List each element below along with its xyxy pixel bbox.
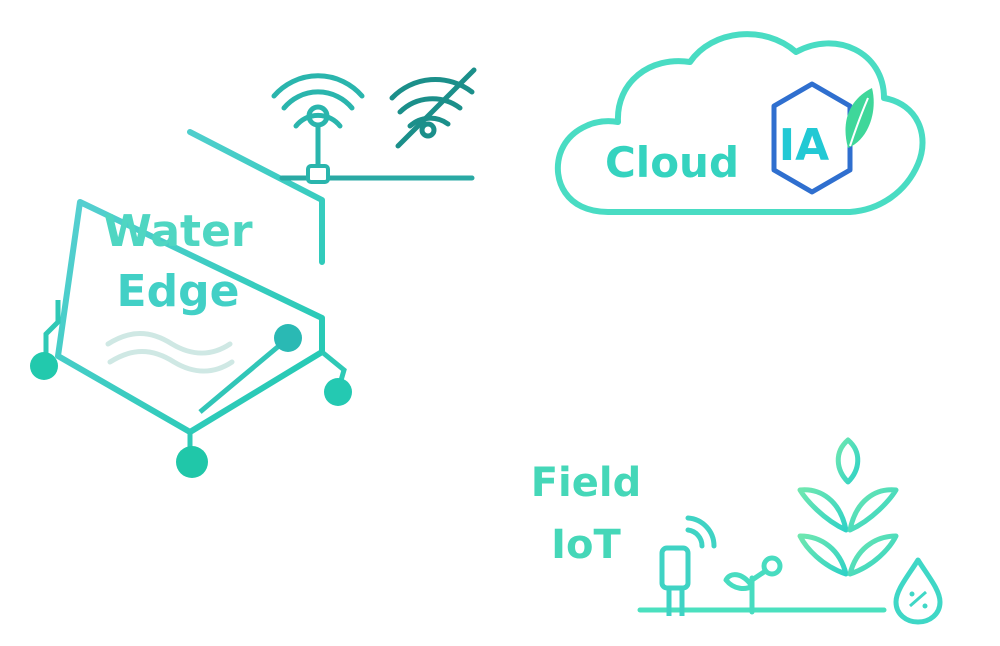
wifi-off-icon	[389, 67, 477, 149]
water-edge-label-line2: Edge	[117, 266, 240, 317]
ia-badge-label: IA	[779, 120, 829, 171]
plant-icon	[797, 437, 899, 615]
circuit-node-left	[30, 352, 58, 380]
cloud-node: Cloud IA	[554, 31, 926, 215]
water-edge-label-line1: Water	[103, 206, 253, 257]
cloud-outline	[554, 31, 926, 215]
water-waves-icon	[105, 331, 235, 374]
signal-icon	[685, 515, 717, 549]
circuit-node-bottom	[176, 446, 208, 478]
field-iot-label-line2: IoT	[551, 522, 621, 568]
antenna-icon	[271, 73, 365, 184]
field-iot-node: Field IoT	[531, 460, 642, 568]
circuit-node-right	[324, 378, 352, 406]
water-drop-icon	[893, 557, 943, 625]
field-iot-label-line1: Field	[531, 460, 642, 506]
circuit-trace-inner	[198, 338, 288, 414]
sprout-icon	[723, 555, 783, 615]
cloud-label: Cloud	[605, 138, 739, 187]
water-edge-hexagon	[55, 129, 325, 435]
circuit-node-inner	[274, 324, 302, 352]
ia-badge: IA	[771, 81, 874, 195]
circuit-leg-left	[43, 300, 61, 360]
water-edge-node: Water Edge	[30, 129, 352, 478]
sensor-icon	[659, 545, 691, 616]
